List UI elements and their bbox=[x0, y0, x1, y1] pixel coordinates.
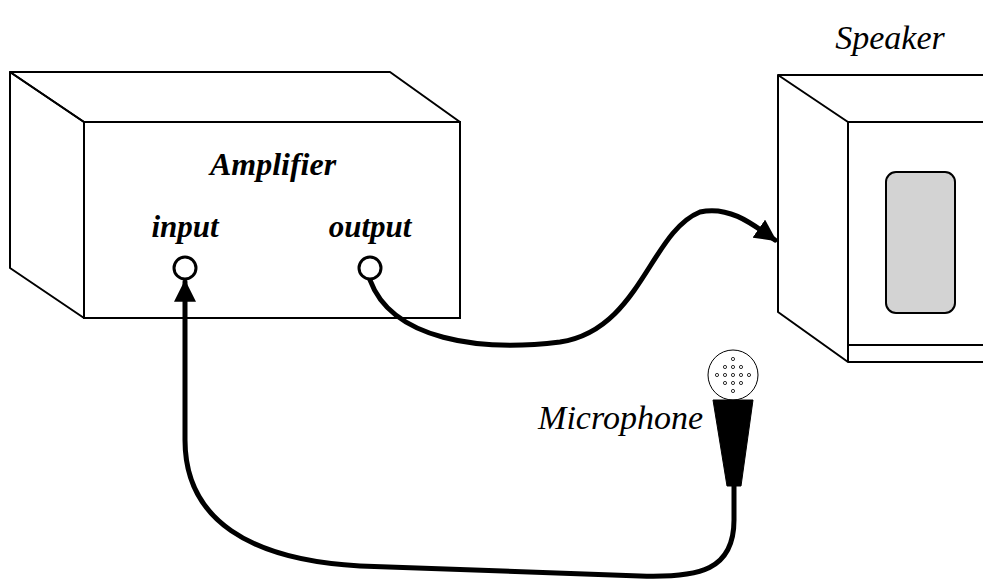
amplifier-box-outline bbox=[10, 72, 465, 319]
speaker-label: Speaker bbox=[835, 19, 945, 56]
microphone: Microphone bbox=[705, 348, 761, 490]
jack-label: output bbox=[329, 210, 412, 244]
microphone-label: Microphone bbox=[538, 399, 703, 436]
audio-cable bbox=[370, 211, 775, 346]
speaker-cabinet-outline bbox=[778, 75, 983, 365]
amplifier-box: Amplifier input output bbox=[10, 72, 465, 319]
microphone-outline bbox=[705, 348, 761, 490]
jack-label: input bbox=[151, 210, 218, 244]
speaker-cabinet: Speaker bbox=[778, 75, 983, 365]
amplifier-title: Amplifier bbox=[210, 147, 336, 182]
wire-group bbox=[185, 211, 775, 577]
audio-cable bbox=[185, 282, 734, 576]
